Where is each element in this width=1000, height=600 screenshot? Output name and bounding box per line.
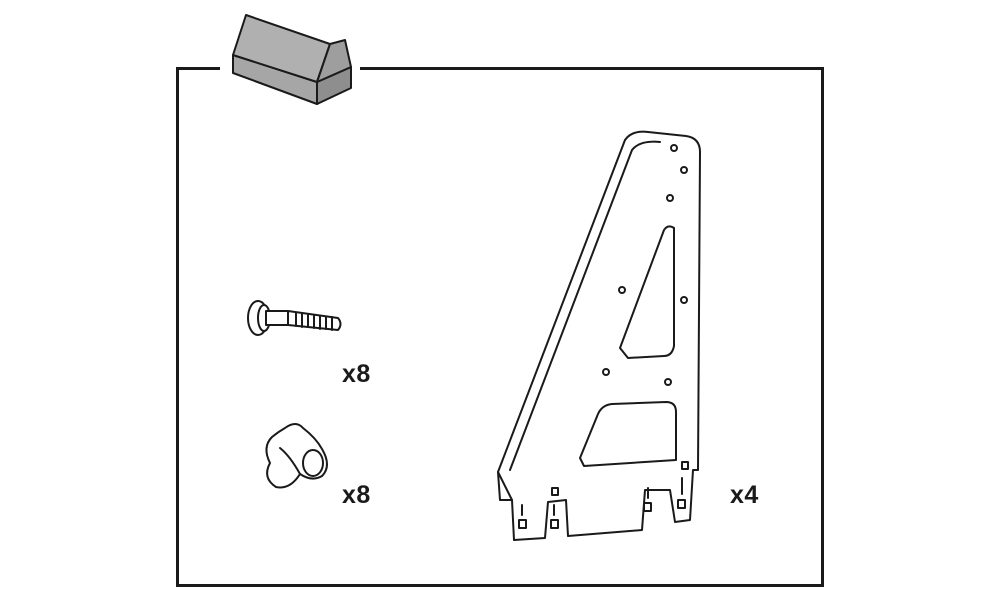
- open-box-icon: [232, 14, 352, 105]
- a-frame-bracket-icon: [497, 130, 701, 541]
- bracket-quantity: x4: [730, 481, 759, 509]
- carriage-bolt-icon: [247, 300, 342, 336]
- bolt-quantity: x8: [342, 360, 371, 388]
- three-lobe-knob-icon: [265, 423, 328, 489]
- parts-frame: [176, 67, 824, 587]
- knob-quantity: x8: [342, 481, 371, 509]
